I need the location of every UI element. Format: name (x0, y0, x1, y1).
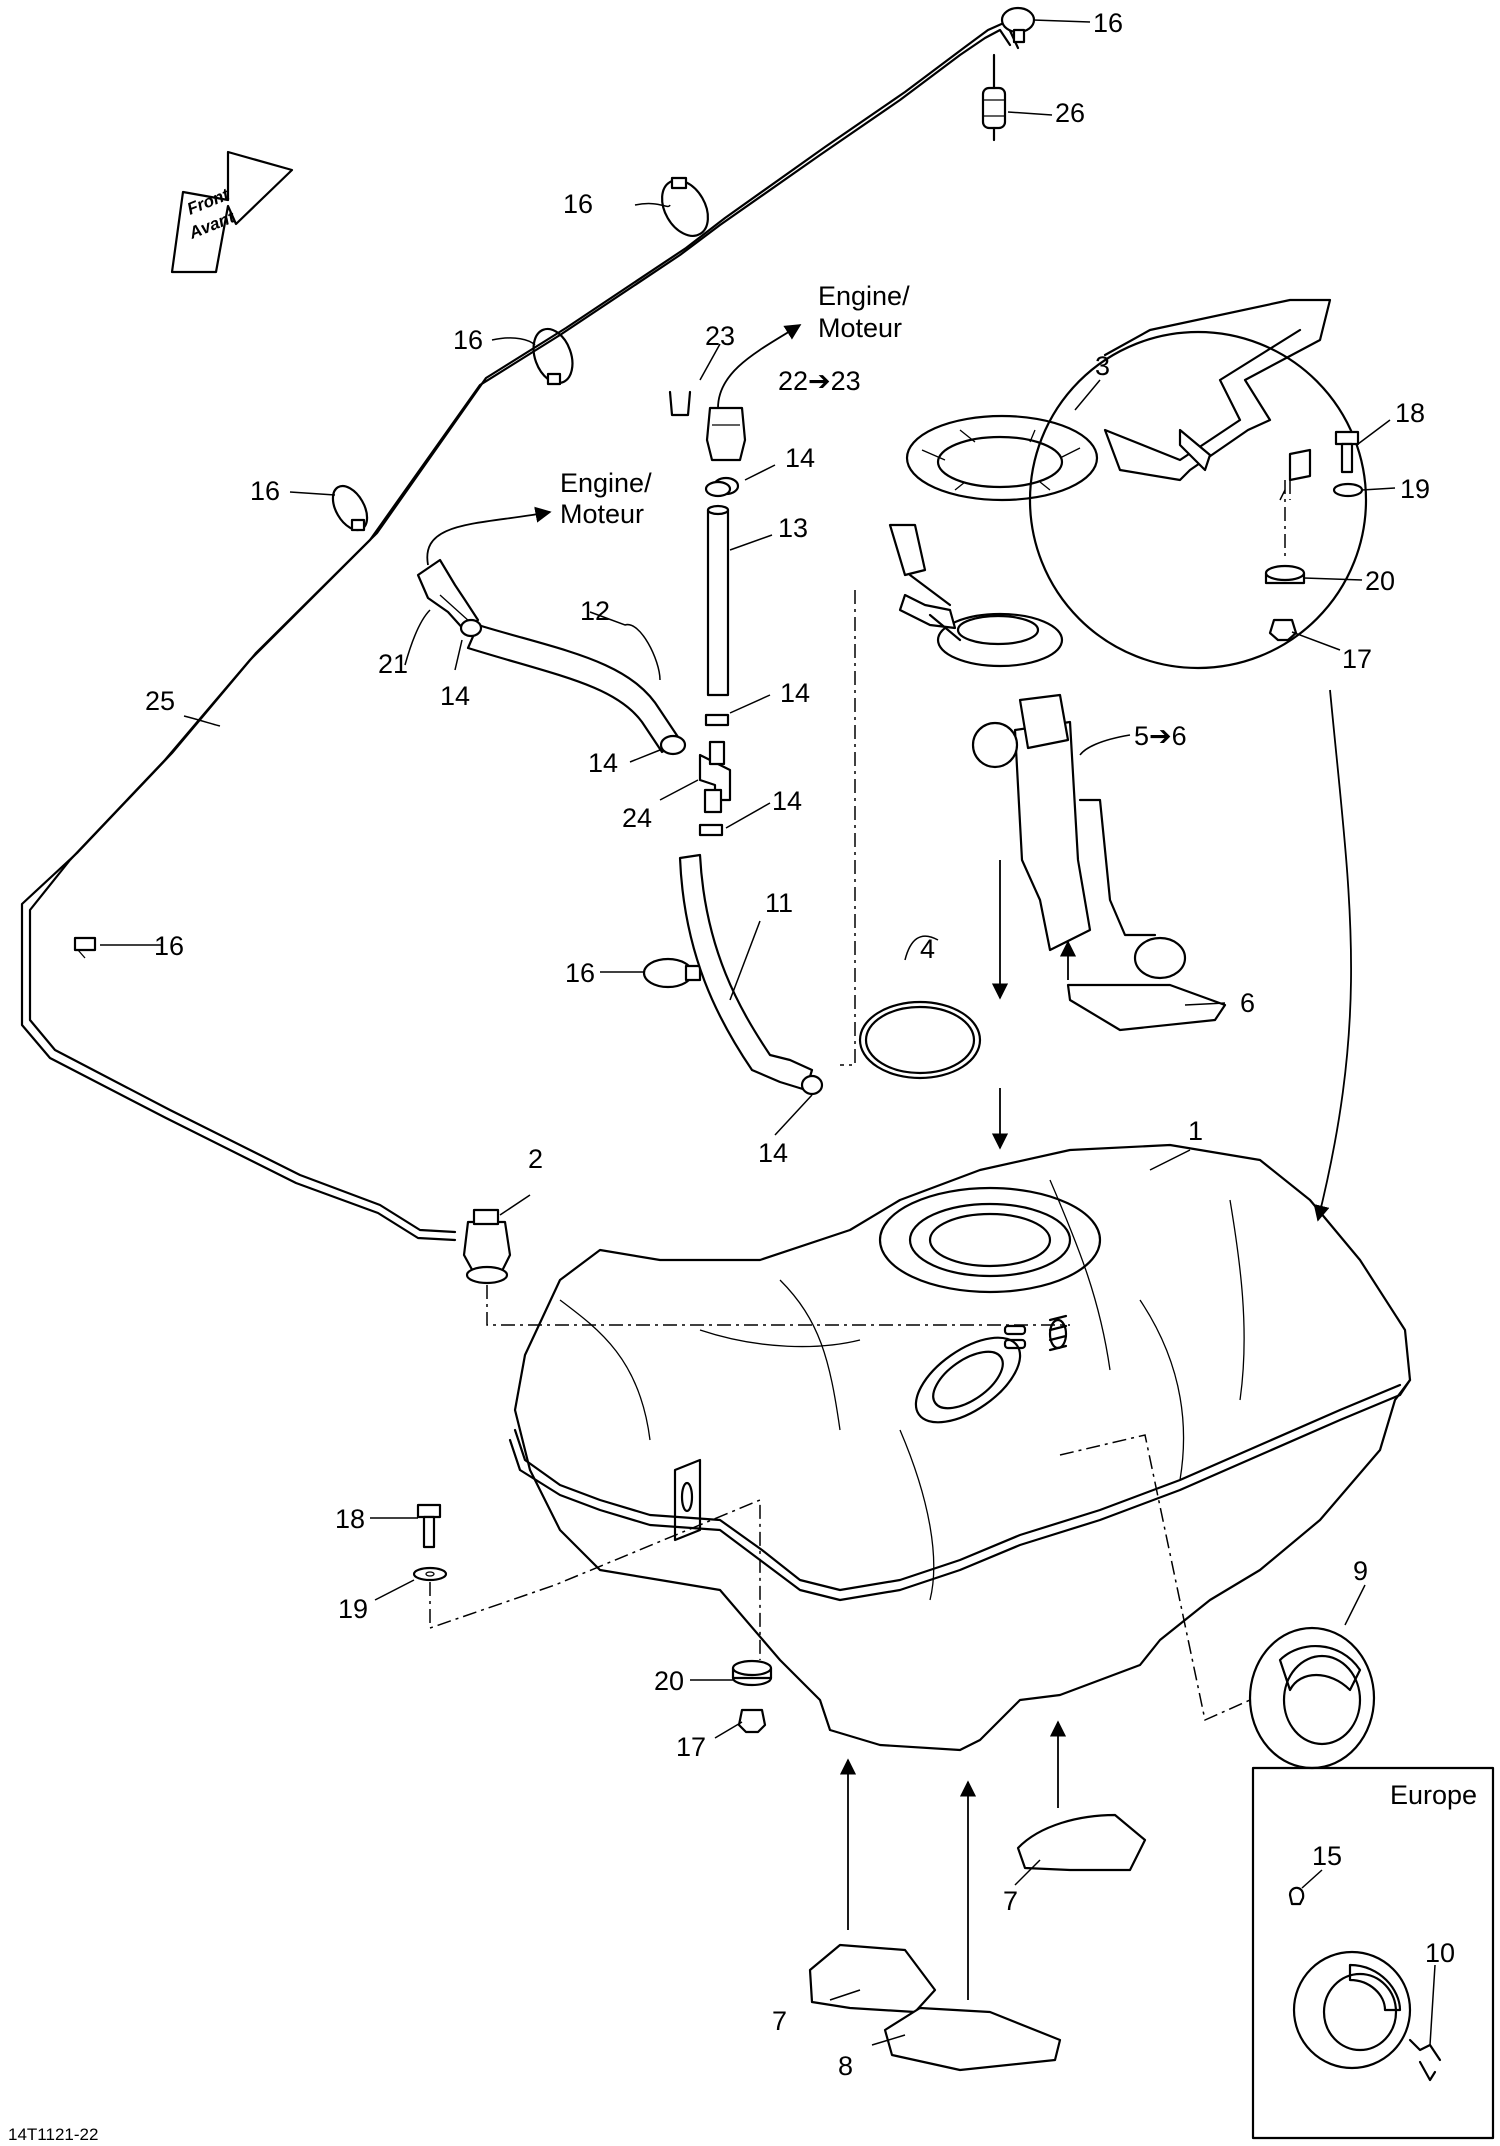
assembly-centerlines (429, 480, 1291, 1722)
quick-connector-21 (416, 558, 480, 634)
engine-label-right-line1: Engine/ (818, 281, 910, 311)
clip-23 (668, 390, 692, 417)
callout-16-b: 16 (563, 189, 593, 219)
callout-19-detail: 19 (1400, 474, 1430, 504)
engine-label-right-line2: Moteur (818, 313, 902, 343)
callout-16-f: 16 (565, 958, 595, 988)
callout-5: 5➔6 (1134, 721, 1187, 751)
callout-21: 21 (378, 649, 408, 679)
callout-26: 26 (1055, 98, 1085, 128)
nut-17-tank (737, 1708, 767, 1734)
callout-24: 24 (622, 803, 652, 833)
callout-16-top: 16 (1093, 8, 1123, 38)
washer-19-detail (1332, 482, 1364, 498)
filler-cap-9 (1248, 1626, 1376, 1770)
callout-11: 11 (765, 888, 793, 918)
callout-4: 4 (920, 934, 935, 964)
callout-14-d: 14 (588, 748, 618, 778)
vent-tube-25 (20, 20, 1020, 1242)
callout-2: 2 (528, 1144, 543, 1174)
europe-label: Europe (1390, 1780, 1477, 1810)
callout-19-tank: 19 (338, 1594, 368, 1624)
callout-7-left: 7 (772, 2006, 787, 2036)
clamp-16-e (642, 957, 702, 989)
callout-17-detail: 17 (1342, 644, 1372, 674)
figure-code: 14T1121-22 (8, 2125, 98, 2144)
clamp-16-top (1000, 6, 1036, 44)
clamp-16-c (331, 484, 369, 532)
callout-18-tank: 18 (335, 1504, 365, 1534)
callout-16-e: 16 (154, 931, 184, 961)
pad-7-right (1016, 1813, 1147, 1872)
washer-20-detail (1264, 564, 1306, 585)
callout-17-tank: 17 (676, 1732, 706, 1762)
callout-22: 22➔23 (778, 366, 861, 396)
callout-14-e: 14 (772, 786, 802, 816)
washer-19-tank (412, 1566, 448, 1582)
callout-3: 3 (1095, 351, 1110, 381)
leader-lines (100, 19, 1436, 2046)
callout-8: 8 (838, 2051, 853, 2081)
nut-17-detail (1268, 618, 1298, 642)
callout-1: 1 (1188, 1116, 1203, 1146)
detail-circle (1028, 298, 1368, 670)
washer-20-tank (731, 1659, 773, 1687)
callout-10: 10 (1425, 1938, 1455, 1968)
callout-numbers: 16 26 16 16 16 25 16 16 23 22➔23 14 13 1… (145, 8, 1455, 2081)
callout-14-b: 14 (440, 681, 470, 711)
callout-13: 13 (778, 513, 808, 543)
callout-20-tank: 20 (654, 1666, 684, 1696)
callout-12: 12 (580, 596, 610, 626)
callout-16-d: 16 (250, 476, 280, 506)
callout-14-a: 14 (785, 443, 815, 473)
callout-20-detail: 20 (1365, 566, 1395, 596)
hose-12 (466, 623, 682, 754)
callout-18-detail: 18 (1395, 398, 1425, 428)
quick-connector-22 (705, 406, 747, 496)
europe-inset: Europe (1251, 1766, 1495, 2140)
hose-11 (678, 853, 814, 1092)
o-ring-4 (858, 1000, 982, 1080)
engine-label-left-line1: Engine/ (560, 468, 652, 498)
pad-7-left (808, 1943, 937, 2014)
tee-fitting-24 (698, 740, 732, 814)
callout-15: 15 (1312, 1841, 1342, 1871)
filter-6 (1066, 983, 1227, 1032)
front-direction-arrow: Front Avant (170, 150, 294, 274)
clamp-16-d (73, 936, 97, 959)
callout-23: 23 (705, 321, 735, 351)
rollover-valve-2 (462, 1208, 512, 1285)
check-valve-26 (981, 53, 1007, 142)
direction-arrows (426, 324, 1352, 2000)
bolt-18-tank (416, 1503, 442, 1549)
callout-14-f: 14 (758, 1138, 788, 1168)
fuel-pump-module-5 (888, 523, 1187, 980)
callout-9: 9 (1353, 1556, 1368, 1586)
clamp-16-b (532, 327, 574, 386)
engine-label-left-line2: Moteur (560, 499, 644, 529)
pad-8 (883, 2006, 1062, 2072)
bolt-18-detail (1334, 430, 1360, 474)
callout-14-c: 14 (780, 678, 810, 708)
fuel-tank-1 (508, 1143, 1412, 1752)
callout-7-right: 7 (1003, 1886, 1018, 1916)
clamps-14 (459, 480, 824, 1096)
callout-6: 6 (1240, 988, 1255, 1018)
callout-16-c: 16 (453, 325, 483, 355)
clamp-16-a (660, 176, 710, 237)
lock-ring-3 (905, 414, 1099, 502)
hose-13 (706, 504, 730, 697)
callout-25: 25 (145, 686, 175, 716)
